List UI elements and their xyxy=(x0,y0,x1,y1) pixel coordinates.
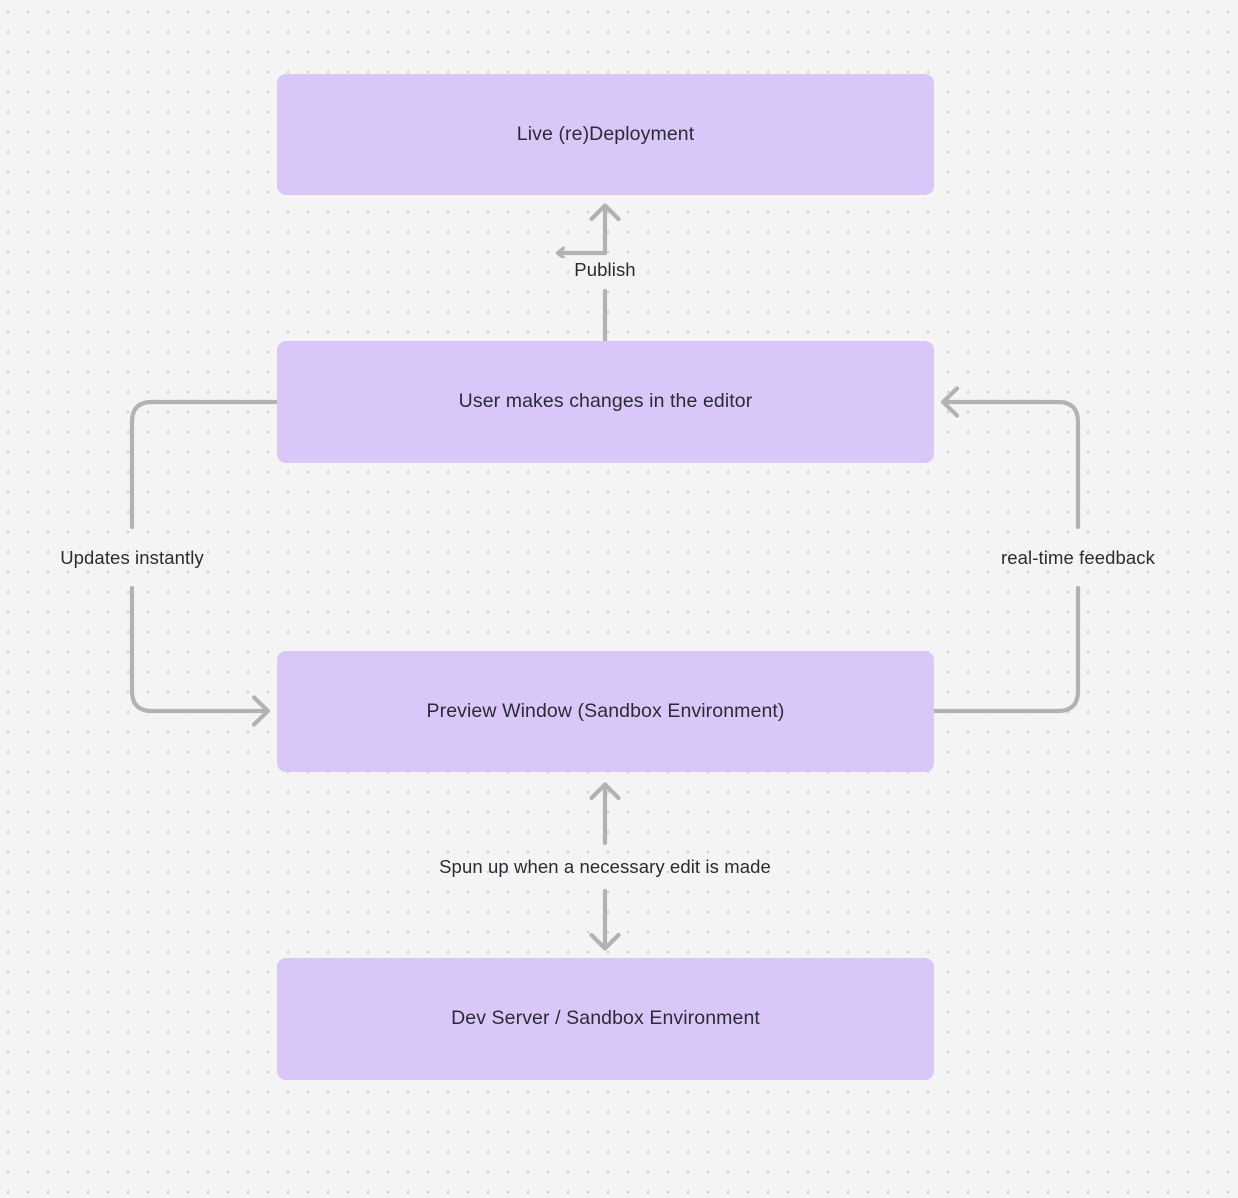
edge-label-updates-instantly: Updates instantly xyxy=(60,547,204,568)
node-label: Preview Window (Sandbox Environment) xyxy=(426,699,785,722)
edge-label-publish: Publish xyxy=(574,259,636,280)
node-preview-window[interactable]: Preview Window (Sandbox Environment) xyxy=(277,651,934,772)
node-label: User makes changes in the editor xyxy=(458,390,753,413)
node-dev-server[interactable]: Dev Server / Sandbox Environment xyxy=(277,958,934,1080)
node-user-changes[interactable]: User makes changes in the editor xyxy=(277,341,934,463)
node-live-deployment[interactable]: Live (re)Deployment xyxy=(277,74,934,195)
node-label: Dev Server / Sandbox Environment xyxy=(451,1007,760,1030)
node-label: Live (re)Deployment xyxy=(516,122,695,145)
edge-label-real-time-feedback: real-time feedback xyxy=(1001,547,1155,568)
edge-label-spun-up: Spun up when a necessary edit is made xyxy=(439,856,771,877)
